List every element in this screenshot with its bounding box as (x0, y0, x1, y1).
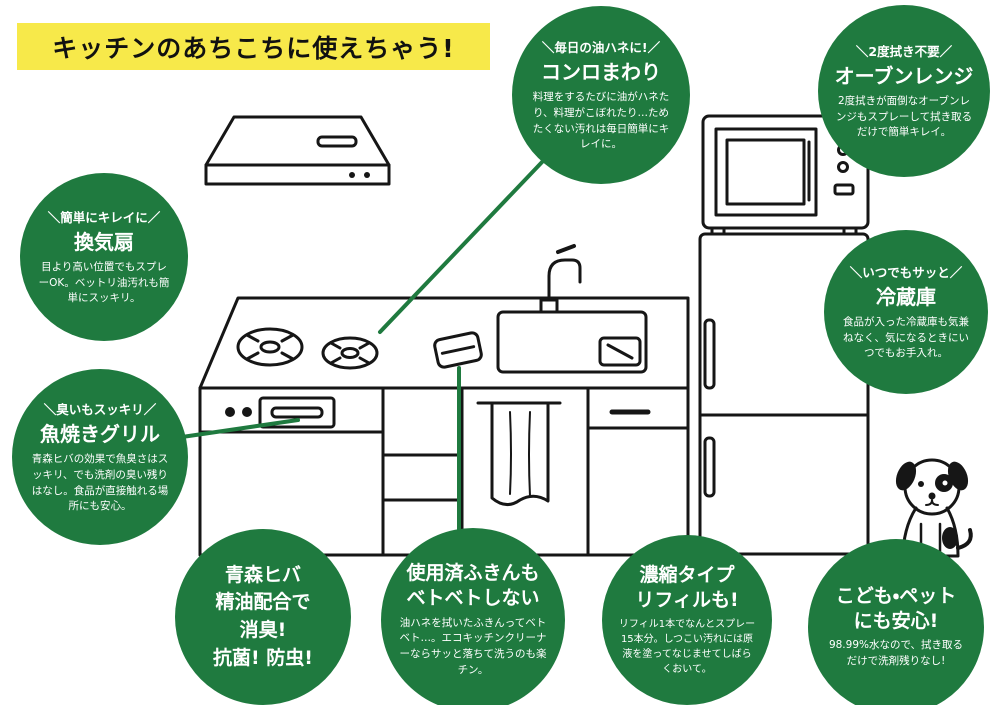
callout-kids-pets-safe: こども・ペット にも安心! 98.99%水なので、拭き取るだけで洗剤残りなし! (808, 539, 984, 705)
callout-hiba-oil: 青森ヒバ 精油配合で 消臭! 抗菌! 防虫! (175, 529, 351, 705)
callout-body: リフィル1本でなんとスプレー15本分。しつこい汚れには原液を塗ってなじませてしば… (618, 619, 756, 676)
range-hood-icon (204, 115, 391, 186)
stove-burners-icon (236, 327, 379, 370)
callout-heading: こども・ペット にも安心! (835, 585, 957, 632)
callout-oven-range: ＼2度拭き不要／ オーブンレンジ 2度拭きが面倒なオーブンレンジもスプレーして拭… (818, 5, 990, 177)
callout-heading: コンロまわり (541, 60, 661, 84)
callout-tag: ＼毎日の油ハネに!／ (541, 40, 661, 55)
callout-tag: ＼いつでもサッと／ (849, 264, 963, 280)
callout-dishcloth: 使用済ふきんも ベトベトしない 油ハネを拭いたふきんってベトベト…。エコキッチン… (381, 528, 565, 705)
dishcloth-icon (433, 331, 483, 369)
faucet-icon (539, 244, 582, 314)
callout-heading: 換気扇 (74, 229, 134, 254)
callout-body: 目より高い位置でもスプレーOK。ベットリ油汚れも簡単にスッキリ。 (38, 260, 170, 305)
kitchen-counter (198, 296, 690, 557)
callout-fish-grill: ＼臭いもスッキリ／ 魚焼きグリル 青森ヒバの効果で魚臭さはスッキリ、でも洗剤の臭… (12, 369, 188, 545)
callout-tag: ＼臭いもスッキリ／ (43, 402, 157, 417)
callout-heading: 魚焼きグリル (40, 422, 160, 446)
sink-icon (496, 310, 648, 374)
callout-body: 青森ヒバの効果で魚臭さはスッキリ、でも洗剤の臭い残りはなし。食品が直接触れる場所… (31, 453, 169, 513)
callout-body: 油ハネを拭いたふきんってベトベト…。エコキッチンクリーナーならサッと落ちて洗うの… (399, 616, 547, 676)
callout-tag: ＼簡単にキレイに／ (47, 209, 161, 225)
microwave-icon (701, 114, 870, 236)
grill-door-icon (225, 396, 336, 429)
callout-body: 2度拭きが面倒なオーブンレンジもスプレーして拭き取るだけで簡単キレイ。 (835, 94, 973, 139)
callout-connectors (180, 158, 546, 536)
callout-refrigerator: ＼いつでもサッと／ 冷蔵庫 食品が入った冷蔵庫も気兼ねなく、気になるときにいつで… (824, 230, 988, 394)
callout-heading: 青森ヒバ 精油配合で 消臭! 抗菌! 防虫! (213, 563, 313, 669)
callout-stove-area: ＼毎日の油ハネに!／ コンロまわり 料理をするたびに油がハネたり、料理がこぼれた… (512, 6, 690, 184)
page-title: キッチンのあちこちに使えちゃう! (52, 33, 455, 63)
callout-heading: 濃縮タイプ リフィルも! (635, 563, 739, 611)
callout-ventilation-fan: ＼簡単にキレイに／ 換気扇 目より高い位置でもスプレーOK。ベットリ油汚れも簡単… (20, 173, 188, 341)
callout-heading: オーブンレンジ (834, 63, 974, 88)
callout-body: 食品が入った冷蔵庫も気兼ねなく、気になるときにいつでもお手入れ。 (843, 315, 969, 360)
refrigerator-icon (698, 232, 870, 556)
callout-heading: 冷蔵庫 (876, 284, 936, 309)
title-banner: キッチンのあちこちに使えちゃう! (17, 23, 490, 70)
callout-tag: ＼2度拭き不要／ (855, 43, 953, 59)
callout-body: 料理をするたびに油がハネたり、料理がこぼれたり…ためたくない汚れは毎日簡単にキレ… (532, 91, 670, 151)
callout-heading: 使用済ふきんも ベトベトしない (406, 562, 540, 609)
callout-refill: 濃縮タイプ リフィルも! リフィル1本でなんとスプレー15本分。しつこい汚れには… (602, 535, 772, 705)
towel-icon (476, 401, 562, 506)
callout-body: 98.99%水なので、拭き取るだけで洗剤残りなし! (828, 639, 964, 668)
